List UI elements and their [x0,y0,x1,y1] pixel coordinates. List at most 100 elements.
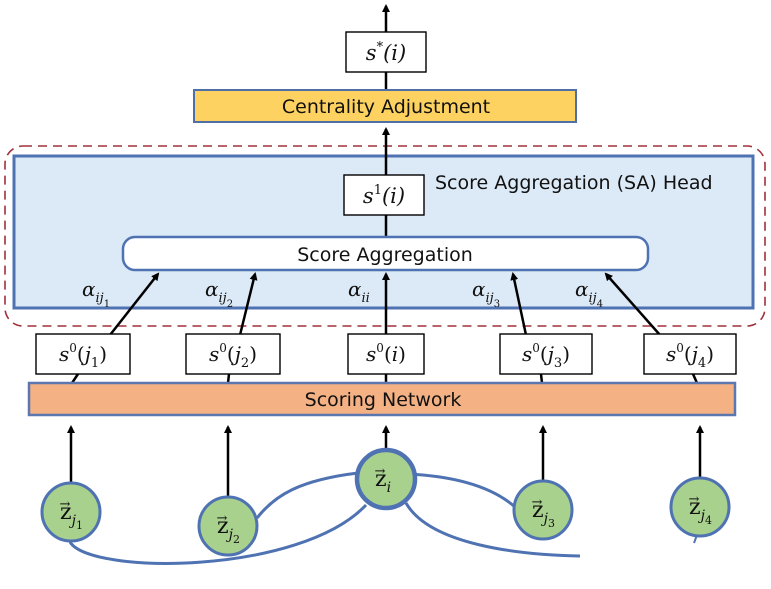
score-var: j [81,342,91,366]
vector-arrow-icon: → [217,511,228,526]
final-score-arg: (i) [383,41,406,65]
edge-i-j4 [404,502,581,558]
edge-i-j3 [407,472,516,509]
embedding-node: →zj1 [40,481,102,543]
svg-text:s0(j1): s0(j1) [59,341,107,371]
network-to-score-line [691,373,699,384]
svg-text:s0(j3): s0(j3) [522,341,570,371]
score-paren-close: ) [249,342,257,366]
score-sup: 0 [676,341,684,355]
score-aggregation-block [121,235,650,272]
network-to-score-line [70,373,80,384]
score-paren-close: ) [99,342,107,366]
svg-text:s0(j2): s0(j2) [209,341,257,371]
scoring-network-block [27,381,737,417]
weight-alpha: α [575,277,589,301]
score-paren-close: ) [398,342,406,366]
svg-text:s0(j4): s0(j4) [666,341,714,371]
score-base: s [522,342,532,366]
score-base: s [366,342,376,366]
score-var-sub: 2 [241,356,249,371]
aggregated-score-sup: 1 [374,183,382,198]
node-sub: j [226,527,234,543]
score-paren-open: ( [77,342,85,366]
weight-alpha: α [82,277,96,301]
attention-weight-label: αii [348,277,370,306]
weight-sub: ij [486,291,494,306]
vector-arrow-icon: → [60,497,71,512]
svg-text:s*(i): s*(i) [366,40,406,65]
score-paren-close: ) [562,342,570,366]
score-var-sub: 4 [698,356,706,371]
score-paren-open: ( [384,342,392,366]
aggregated-score-box: s1(i) [343,174,425,216]
graph-edges [68,471,698,565]
initial-score-box: s0(j3) [499,333,593,375]
score-paren-open: ( [227,342,235,366]
node-sub: i [387,480,391,496]
node-base: z [217,514,229,539]
score-var: j [544,342,554,366]
node-subsub: 4 [705,514,712,527]
svg-text:zj4: zj4 [689,495,712,527]
svg-text:s1(i): s1(i) [363,183,405,208]
node-sub: j [69,513,77,529]
weight-sub: ij [96,291,104,306]
svg-text:zj1: zj1 [60,500,83,532]
aggregated-score-base: s [363,184,374,208]
score-base: s [209,342,219,366]
score-var: j [688,342,698,366]
attention-weight-label: αij4 [575,277,603,310]
network-to-score-line [226,373,231,384]
svg-text:s0(i): s0(i) [366,341,406,366]
score-sup: 0 [532,341,540,355]
node-base: z [689,495,701,520]
embedding-node: →zj2 [197,495,259,557]
score-sup: 0 [69,341,77,355]
weight-subsub: 4 [597,299,603,310]
weight-alpha: α [348,277,362,301]
embedding-node: →zj3 [512,479,574,541]
embedding-node: →zj4 [669,476,731,538]
weight-arrow [238,272,258,336]
node-subsub: 2 [233,533,240,546]
weight-subsub: 1 [104,299,110,310]
svg-text:zj3: zj3 [532,498,555,530]
weight-sub: ij [219,291,227,306]
score-var: i [392,342,398,366]
initial-score-box: s0(j2) [185,333,281,375]
score-sup: 0 [219,341,227,355]
weight-subsub: 3 [494,299,500,310]
score-paren-open: ( [540,342,548,366]
score-var: j [231,342,241,366]
attention-weight-label: αij2 [205,277,233,310]
vector-arrow-icon: → [532,495,543,510]
score-base: s [59,342,69,366]
embedding-node: →zi [354,447,418,511]
attention-weight-label: αij3 [472,277,500,310]
initial-score-box: s0(i) [347,333,425,375]
network-to-score-line [539,373,544,384]
node-subsub: 1 [76,519,83,532]
weight-subsub: 2 [227,299,233,310]
weight-alpha: α [472,277,486,301]
score-paren-close: ) [706,342,714,366]
score-paren-open: ( [684,342,692,366]
score-var-sub: 3 [554,356,562,371]
score-var-sub: 1 [91,356,99,371]
embedding-nodes: →zj1→zj2→zi→zj3→zj4 [40,425,731,557]
initial-score-box: s0(j1) [35,333,131,375]
node-sub: j [541,511,549,527]
edge-i-j2 [255,471,359,519]
score-aggregation-label: Score Aggregation [297,244,473,266]
initial-score-box: s0(j4) [643,333,737,375]
edge-j1-i [68,503,368,565]
centrality-adjustment-label: Centrality Adjustment [282,96,490,118]
attention-weight-label: αij1 [82,277,110,310]
weight-arrow [604,272,661,336]
node-subsub: 3 [548,517,555,530]
weight-arrow [510,272,528,336]
centrality-adjustment-block [193,89,577,123]
vector-arrow-icon: → [375,464,386,479]
